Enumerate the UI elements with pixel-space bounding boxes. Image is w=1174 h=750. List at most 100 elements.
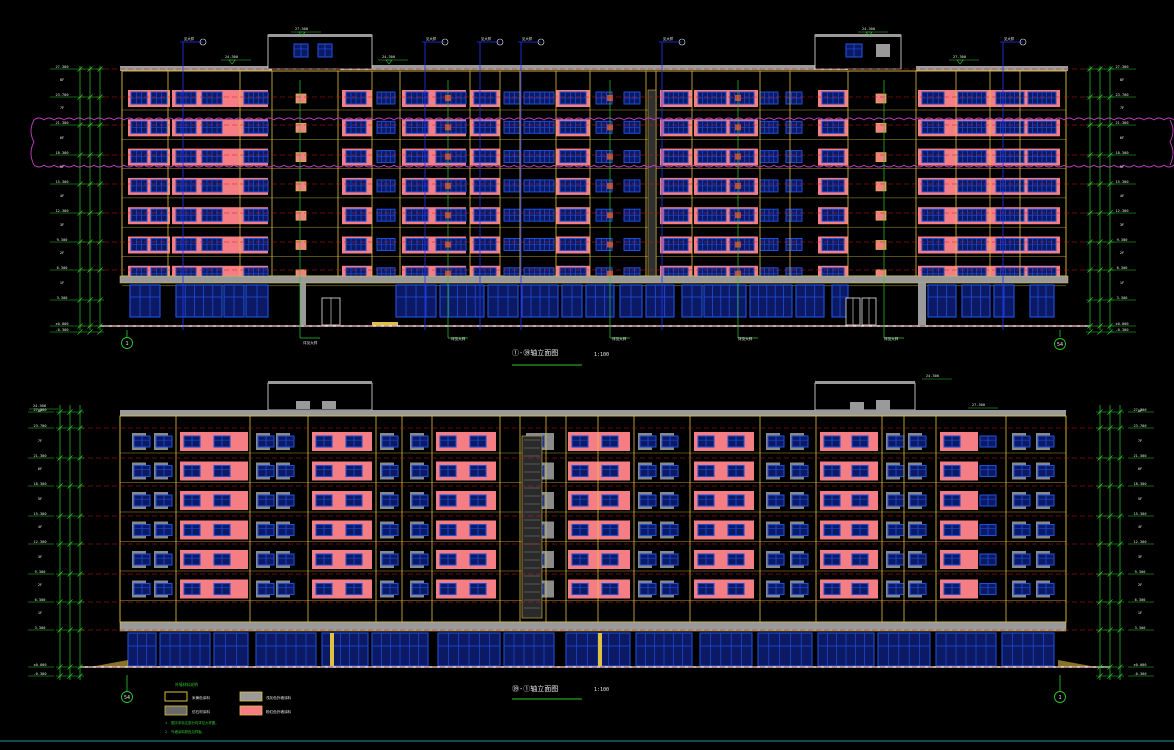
podium-column bbox=[598, 633, 602, 666]
podium-column bbox=[918, 283, 926, 325]
level-value: 15.300 bbox=[34, 512, 47, 516]
level-value: 12.300 bbox=[1116, 209, 1129, 213]
callout-bubble bbox=[678, 38, 686, 46]
stair-tower-left-cap bbox=[268, 34, 372, 37]
svg-text:详见大样: 详见大样 bbox=[884, 336, 899, 341]
floor-tag: 1F bbox=[60, 281, 64, 285]
storefront-window bbox=[213, 632, 249, 667]
level-value: 18.300 bbox=[1134, 482, 1147, 486]
svg-text:54: 54 bbox=[1057, 342, 1063, 348]
floor-tag: 4F bbox=[38, 525, 42, 529]
axis-bubble-end-lower: 1 bbox=[1054, 675, 1066, 703]
level-value: 9.300 bbox=[1135, 570, 1146, 574]
level-value: 27.300 bbox=[34, 408, 47, 412]
podium-cornice bbox=[119, 275, 1069, 284]
floor-tag: 7F bbox=[1138, 439, 1142, 443]
level-value: 9.300 bbox=[1117, 238, 1128, 242]
bottom-notes-upper: 详见大样 详见大样 详见大样 详见大样 详见大样 bbox=[303, 336, 899, 345]
axis-circle bbox=[121, 691, 133, 703]
floor-tag: 6F bbox=[38, 467, 42, 471]
service-window bbox=[295, 152, 307, 162]
podium-column bbox=[330, 633, 334, 666]
rooftop-vent bbox=[296, 401, 310, 409]
stair-core-strip bbox=[521, 435, 543, 619]
level-value: 3.300 bbox=[35, 626, 46, 630]
callout-label: 见大样 bbox=[1004, 36, 1015, 41]
level-value: 15.300 bbox=[1134, 512, 1147, 516]
stair-tower-right bbox=[814, 382, 916, 411]
callout-bubble bbox=[1019, 38, 1027, 46]
floor-tag: 4F bbox=[1120, 194, 1124, 198]
parapet-right bbox=[916, 66, 1068, 71]
upper-elevation-title: ①-㊴轴立面图 bbox=[512, 348, 558, 357]
parapet bbox=[120, 410, 1066, 416]
level-value: 27.300 bbox=[56, 65, 69, 69]
level-value: 3.300 bbox=[1135, 626, 1146, 630]
storefront-window bbox=[703, 284, 747, 318]
legend-swatch-1 bbox=[239, 691, 263, 702]
svg-text:详见大样: 详见大样 bbox=[738, 336, 753, 341]
rooftop-vent bbox=[876, 400, 890, 410]
roof-level-label: 27.300 bbox=[295, 27, 308, 31]
podium-cornice bbox=[119, 621, 1067, 632]
callout-label: 见大样 bbox=[663, 36, 674, 41]
service-window bbox=[295, 210, 307, 221]
material-legend: 外墙材料说明 米黄色涂料 浅灰色外墙涂料 仿石材涂料 粉红色外墙涂料 1. 图中… bbox=[164, 682, 292, 734]
level-value: 21.300 bbox=[34, 454, 47, 458]
upper-level-labels: 27.30023.7008F21.3007F18.3006F15.3005F12… bbox=[50, 65, 1136, 333]
svg-text:详见大样: 详见大样 bbox=[612, 336, 627, 341]
legend-swatch-0 bbox=[164, 691, 188, 702]
stair-tower-right-cap bbox=[815, 34, 901, 37]
legend-swatch-3 bbox=[239, 705, 263, 716]
level-value: 6.300 bbox=[57, 266, 68, 270]
callout-bubble bbox=[199, 38, 207, 46]
storefront-window bbox=[961, 284, 991, 318]
storefront-window bbox=[127, 632, 157, 667]
storefront-window bbox=[487, 284, 519, 318]
storefront-window bbox=[1029, 284, 1055, 318]
service-window bbox=[295, 93, 307, 104]
level-value: 23.700 bbox=[1116, 93, 1129, 97]
storefront-window bbox=[175, 284, 223, 318]
rooftop-vent bbox=[876, 44, 890, 57]
level-value: -0.300 bbox=[34, 672, 47, 676]
roof-level-label: 24.300 bbox=[33, 404, 46, 408]
service-window bbox=[875, 181, 887, 192]
level-value: 3.300 bbox=[1117, 296, 1128, 300]
rooftop-vent bbox=[850, 402, 864, 410]
floor-tag: 1F bbox=[1120, 281, 1124, 285]
roof-level-label: 24.300 bbox=[225, 55, 238, 59]
entrance-steps bbox=[372, 322, 398, 326]
podium-column bbox=[300, 283, 306, 325]
storefront-window bbox=[699, 632, 753, 667]
floor-tag: 3F bbox=[1120, 223, 1124, 227]
legend-label-2: 仿石材涂料 bbox=[192, 709, 210, 714]
floor-tag: 7F bbox=[38, 439, 42, 443]
callout-label: 见大样 bbox=[522, 36, 533, 41]
storefront-window bbox=[321, 632, 369, 667]
axis-circle bbox=[121, 337, 133, 349]
service-window bbox=[875, 152, 887, 162]
storefront-window bbox=[757, 632, 813, 667]
callout-label: 见大样 bbox=[184, 36, 195, 41]
callout-bubble bbox=[537, 38, 545, 46]
service-window bbox=[875, 240, 887, 250]
legend-label-3: 粉红色外墙涂料 bbox=[266, 709, 292, 714]
legend-note-1: 1. 图中未标注部分均详见大样图。 bbox=[165, 720, 219, 725]
storefront-window bbox=[439, 284, 485, 318]
level-value: 6.300 bbox=[1135, 598, 1146, 602]
floor-tag: 2F bbox=[38, 583, 42, 587]
level-value: 23.700 bbox=[56, 93, 69, 97]
entrance-ramp-left bbox=[90, 660, 128, 667]
level-value: 18.300 bbox=[1116, 151, 1129, 155]
floor-tag: 8F bbox=[1120, 78, 1124, 82]
floor-tag: 3F bbox=[1138, 555, 1142, 559]
level-value: 3.300 bbox=[57, 296, 68, 300]
parapet-left bbox=[120, 66, 272, 71]
floor-tag: 6F bbox=[1120, 136, 1124, 140]
upper-dimension-chains bbox=[76, 66, 1114, 335]
floor-tag: 6F bbox=[60, 136, 64, 140]
level-value: ±0.000 bbox=[34, 663, 47, 667]
floor-tag: 5F bbox=[1138, 497, 1142, 501]
